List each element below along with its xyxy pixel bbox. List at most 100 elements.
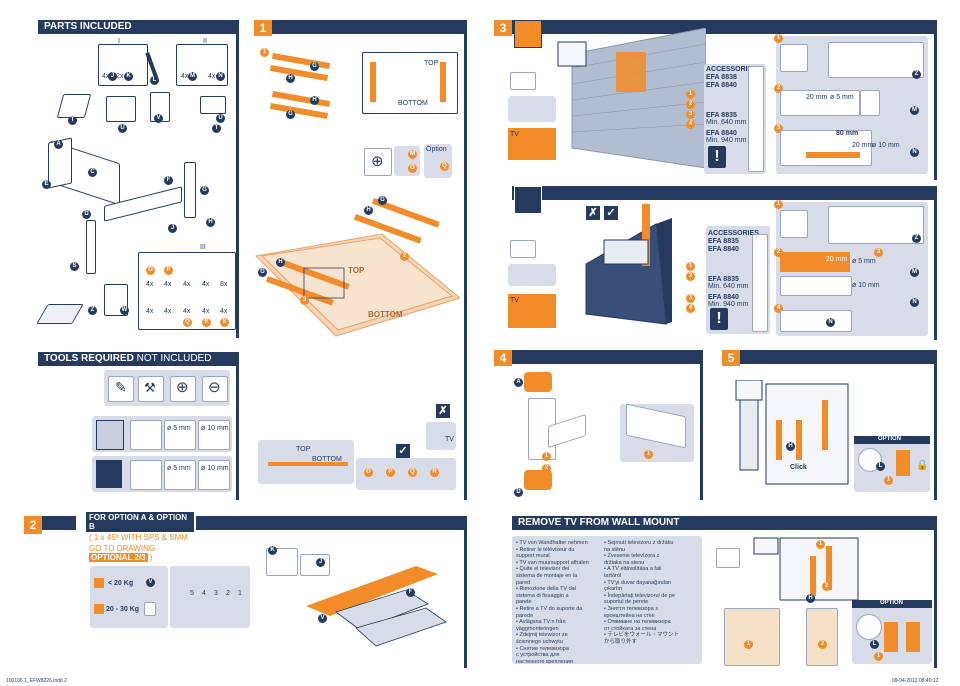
remove-instruction-line: • TV'yi duvar dayanağından [604,579,672,586]
screwdriver-plus-icon: ⊕ [371,153,384,170]
label-t-clip: T [212,124,221,133]
label-f-step2: F [406,588,415,597]
detail-3b-label-n: N [910,298,919,307]
step-4-label-a: A [514,378,523,387]
accessories-3b-3b: Min. 640 mm [708,283,749,290]
detail-3b-marking [828,206,924,244]
detail-3-step-2: 2 [774,84,783,93]
drill-size-4-label: ø 10 mm [201,465,229,472]
accessories-title-3b: ACCESSORIES [708,230,759,237]
count-iii-top-3: 4x [183,281,191,288]
remove-option-label: OPTION [880,600,904,606]
option-note-line2a: ( 1 x 45º WITH SPS [89,533,160,542]
option-note: FOR OPTION A & OPTION B ( 1 x 45º WITH S… [86,512,194,563]
extension-arm [86,220,96,274]
drill-size-3: ø 5 mm [164,460,196,490]
step-3-step-4: 4 [686,120,695,129]
step-1-sub-3: 3 [300,296,309,305]
label-o: O [146,266,155,275]
weight-v-1: V [146,578,155,587]
remove-sub-2: 2 [822,582,831,591]
label-n: N [216,72,225,81]
weight-icon-2 [94,604,104,614]
remove-instruction-line: • テレビをウォール・マウント [604,632,679,639]
remove-option-block [884,622,898,652]
detail-3-step-1: 1 [774,34,783,43]
bag-i-bolts [98,44,148,86]
drill-size-2-label: ø 10 mm [201,425,229,432]
remove-instruction-line: suportul de perete [604,599,649,606]
tv-back-bracket-right [440,62,446,102]
remove-instruction-line: držiaka na stenu [604,559,645,566]
side-top-label: TOP [296,446,311,453]
remove-instruction-line: ściennego uchwytu [516,638,563,645]
check-icon-3b: ✓ [604,206,618,220]
accessories-2-3b: EFA 8840 [708,246,739,253]
step-1-number: 1 [254,20,272,36]
option-note-line3a: GO TO DRAWING [89,544,156,553]
remove-instruction-line: から取り外す [604,638,638,645]
scale-1: 1 [238,590,242,597]
step-2-header [42,516,76,530]
remove-tv-col1: • TV von Wandhalter nehmen• Retirer le t… [516,540,589,665]
detail-3-label-m: M [910,106,919,115]
tool-pencil: ✎ [108,376,134,402]
rail-column-3b [752,234,768,332]
accessories-2-3: EFA 8840 [706,82,737,89]
brick-wall-badge [514,20,542,48]
remove-tv-text-box [512,536,702,664]
accessories-3-3: EFA 8835 [706,112,737,119]
remove-instruction-line: • Sejmutí televizoru z držáku [604,540,674,546]
drill-icon-1 [130,420,162,450]
remove-instruction-line: çıkartın [604,586,623,593]
tools-title-bold: TOOLS REQUIRED [44,353,134,364]
remove-tv-col2: • Sejmutí televizoru z držáku na stěnu • … [604,540,679,646]
clip-w [200,96,226,114]
step-3b-step-1: 1 [686,262,695,271]
detail-3b-step-4: 4 [774,304,783,313]
remove-instruction-line: na stěnu [604,546,626,553]
step-4-label-d: D [514,488,523,497]
pencil-icon: ✎ [115,379,127,395]
remove-instruction-line: • Отвиване на телевизора [604,619,671,626]
parts-divider [236,20,239,338]
remove-instruction-line: • TV von Wandhalter nehmen [516,540,588,546]
roman-ii: II [203,38,207,45]
detail-3b-step-2: 2 [774,248,783,257]
detail-3b-dim-d5: ø 5 mm [852,258,876,265]
count-iii-top-4: 4x [202,281,210,288]
accessories-4-3b: EFA 8840 [708,294,739,301]
label-p: P [164,266,173,275]
step-3-step-2: 2 [686,100,695,109]
step-3b-step-4: 4 [686,304,695,313]
tv-back-bottom: BOTTOM [398,100,428,107]
remove-tv-illustration [753,537,859,601]
tv-back-top: TOP [424,60,439,67]
tv-assembly-illustration [254,198,460,337]
remove-tv-divider [934,516,937,668]
remove-option-sub-1: 1 [874,652,883,661]
wood-wall-badge [514,186,542,214]
count-ii-1: 4x [181,73,189,80]
weight-v-2 [144,602,156,616]
step-5-illustration [735,380,849,485]
scale-4: 4 [202,590,206,597]
tv-bracket-vertical [184,162,196,218]
remove-option-block-2 [906,622,920,652]
roman-iii: III [200,244,206,251]
tools-title-light: NOT INCLUDED [136,353,212,364]
remove-detail-2 [806,608,838,666]
step-5-option-l: L [876,462,885,471]
step-3-number: 3 [494,20,512,36]
remove-instruction-line: • Avlägsna TV:n från [516,619,566,626]
bracket-t [56,94,92,118]
detail-3-dim-d10: ø 10 mm [872,142,900,149]
wood-wall-illustration [585,204,672,325]
label-h-assembly-2: H [276,258,285,267]
warning-icon-3b: ! [710,308,728,330]
count-iii-bottom-3: 4x [183,308,191,315]
detail-3-plug [860,90,880,116]
remove-option-circle [856,614,882,640]
label-o-step1: O [408,164,417,173]
screw-m-o-box [394,146,420,176]
